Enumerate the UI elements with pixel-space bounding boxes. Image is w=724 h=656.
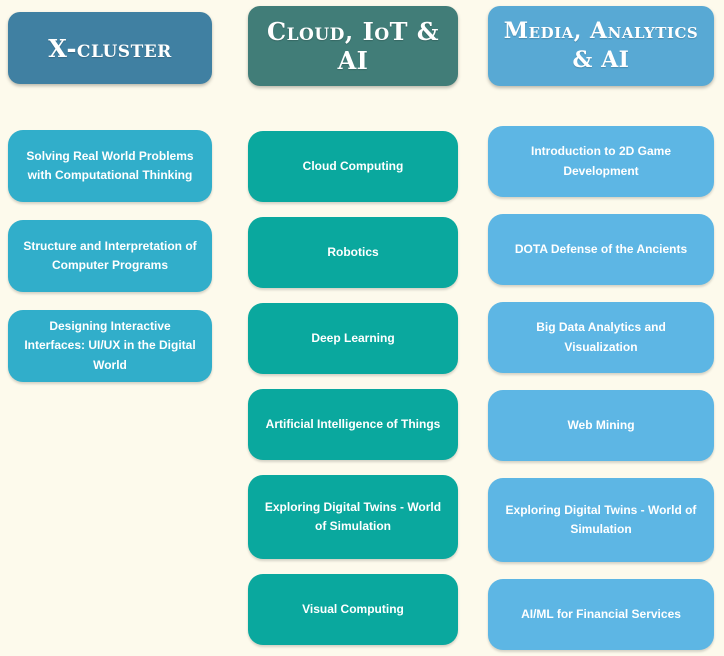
- column-header-media-analytics-ai: Media, Analytics & AI: [488, 6, 714, 86]
- column-x-cluster: X-cluster Solving Real World Problems wi…: [8, 0, 212, 382]
- column-cloud-iot-ai: Cloud, IoT & AI Cloud Computing Robotics…: [248, 0, 458, 645]
- course-card: AI/ML for Financial Services: [488, 579, 714, 650]
- course-card: Web Mining: [488, 390, 714, 461]
- course-card: Exploring Digital Twins - World of Simul…: [248, 475, 458, 559]
- column-header-x-cluster: X-cluster: [8, 12, 212, 84]
- column-x-cluster-cards: Solving Real World Problems with Computa…: [8, 130, 212, 382]
- course-card: Artificial Intelligence of Things: [248, 389, 458, 460]
- course-card: Cloud Computing: [248, 131, 458, 202]
- course-card: Visual Computing: [248, 574, 458, 645]
- course-card: Deep Learning: [248, 303, 458, 374]
- course-card: Big Data Analytics and Visualization: [488, 302, 714, 373]
- column-header-cloud-iot-ai: Cloud, IoT & AI: [248, 6, 458, 86]
- course-card: Designing Interactive Interfaces: UI/UX …: [8, 310, 212, 382]
- course-card: Solving Real World Problems with Computa…: [8, 130, 212, 202]
- course-card: Introduction to 2D Game Development: [488, 126, 714, 197]
- course-card: Robotics: [248, 217, 458, 288]
- column-cloud-iot-ai-cards: Cloud Computing Robotics Deep Learning A…: [248, 131, 458, 645]
- column-media-analytics-ai-cards: Introduction to 2D Game Development DOTA…: [488, 126, 714, 650]
- course-card: Exploring Digital Twins - World of Simul…: [488, 478, 714, 562]
- course-card: Structure and Interpretation of Computer…: [8, 220, 212, 292]
- column-media-analytics-ai: Media, Analytics & AI Introduction to 2D…: [488, 0, 714, 650]
- course-card: DOTA Defense of the Ancients: [488, 214, 714, 285]
